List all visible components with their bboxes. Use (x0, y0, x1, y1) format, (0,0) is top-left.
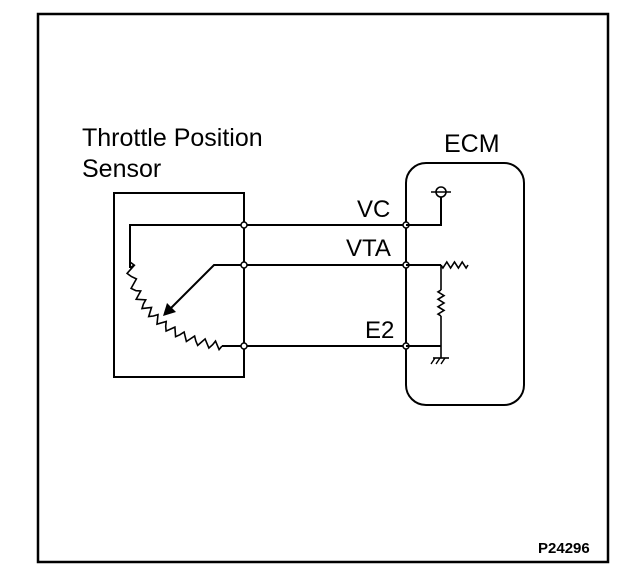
pin-label-vc: VC (357, 196, 390, 223)
potentiometer-resistor (125, 261, 223, 352)
ground-icon (430, 357, 449, 365)
terminal-sensor-e2 (240, 342, 248, 350)
ecm-vertical-resistor (436, 289, 446, 317)
wiper-wire (168, 264, 244, 311)
pin-label-vta: VTA (346, 235, 391, 262)
sensor-title-line1: Throttle Position (82, 124, 263, 152)
figure-code: P24296 (538, 540, 590, 557)
ecm-title: ECM (444, 130, 500, 158)
ecm-housing (405, 162, 525, 406)
sensor-title-line2: Sensor (82, 155, 161, 183)
sensor-housing (113, 192, 245, 378)
sensor-terminals (240, 221, 248, 350)
terminal-sensor-vc (240, 221, 248, 229)
pin-label-e2: E2 (365, 317, 394, 344)
outer-frame (36, 12, 610, 564)
ecm-horizontal-resistor (440, 260, 469, 270)
terminal-sensor-vta (240, 261, 248, 269)
ecm-vc-wire (406, 197, 442, 226)
wiper-arrow-icon (163, 303, 176, 316)
resistor-feed-wire (129, 224, 244, 268)
